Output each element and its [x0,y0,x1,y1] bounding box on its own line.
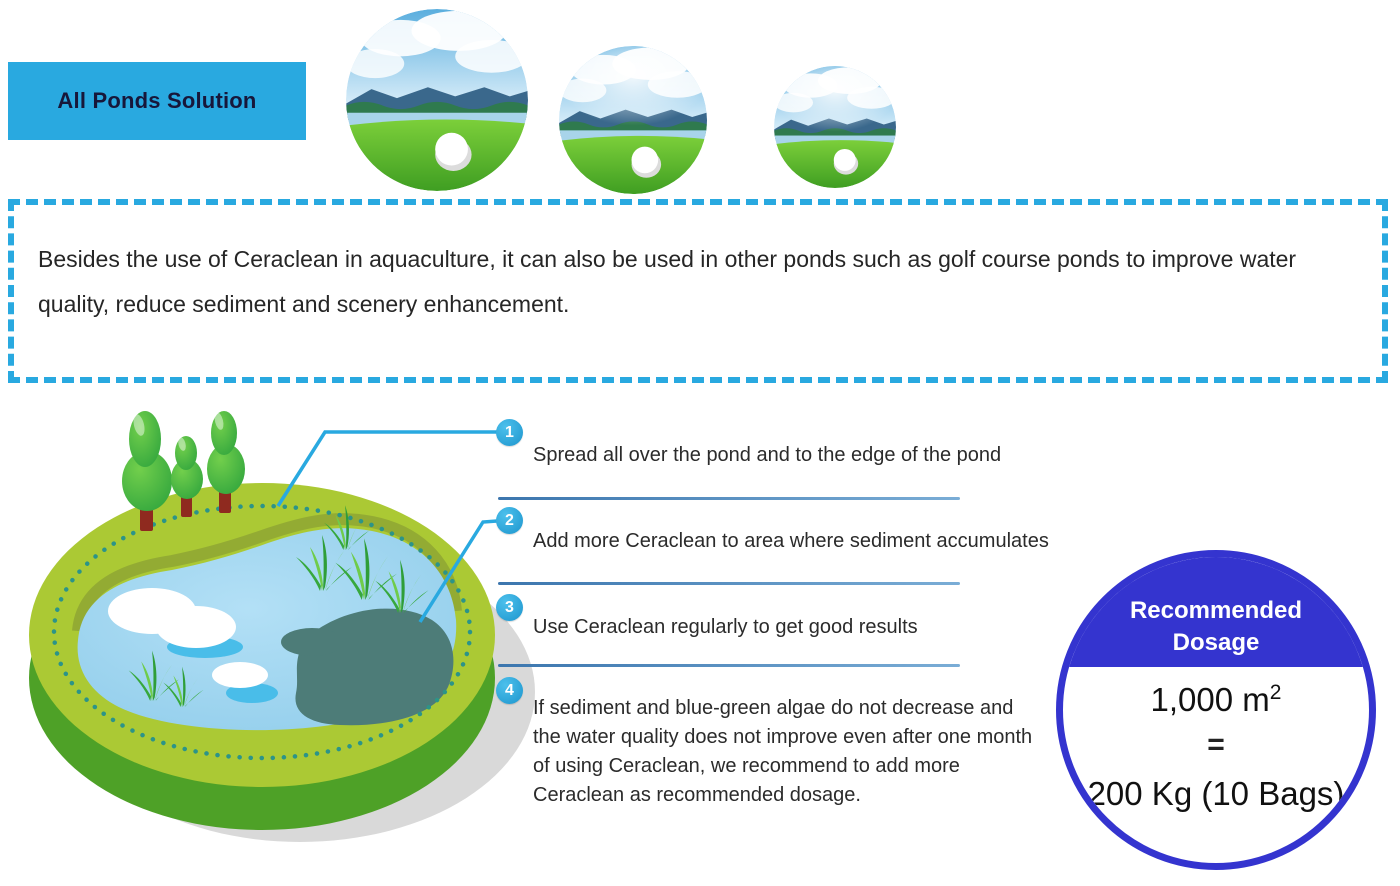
step-divider [498,497,960,500]
intro-callout: Besides the use of Ceraclean in aquacult… [8,199,1388,383]
dosage-area: 1,000 m2 [1150,681,1282,718]
dosage-equals: = [1207,728,1225,761]
pond-photo-medium [559,46,707,194]
step-4-number: 4 [505,681,514,699]
step-3-number: 3 [505,598,514,616]
step-4-badge: 4 [496,677,523,704]
pond-edge-dots [51,503,473,761]
tree [207,411,245,513]
step-4-text: If sediment and blue-green algae do not … [533,697,1033,806]
step-2-number: 2 [505,511,514,529]
step-1-number: 1 [505,423,514,441]
step-3-text: Use Ceraclean regularly to get good resu… [533,616,918,638]
intro-text: Besides the use of Ceraclean in aquacult… [38,246,1297,317]
dosage-circle: Recommended Dosage 1,000 m2 = 200 Kg (10… [1056,550,1376,870]
title-banner: All Ponds Solution [8,62,306,140]
step-divider [498,664,960,667]
leader-line-1 [276,430,500,507]
leader-line-2 [418,519,498,623]
step-1-text: Spread all over the pond and to the edge… [533,444,1002,466]
dosage-title-line2: Dosage [1172,629,1260,656]
step-1-badge: 1 [496,419,523,446]
pond-photo-small [774,66,896,188]
pond-illustration [29,411,535,842]
tree [171,436,203,517]
tree [122,411,172,531]
dosage-title-line1: Recommended [1129,597,1303,624]
dosage-amount: 200 Kg (10 Bags) [1087,775,1345,812]
dosage-title: Recommended Dosage [1063,557,1369,667]
title-banner-label: All Ponds Solution [57,88,257,113]
step-divider [498,582,960,585]
step-3-badge: 3 [496,594,523,621]
pond-photo-large [346,9,528,191]
dosage-body: 1,000 m2 = 200 Kg (10 Bags) [1063,659,1369,820]
step-2-text: Add more Ceraclean to area where sedimen… [533,530,1049,552]
step-2-badge: 2 [496,507,523,534]
